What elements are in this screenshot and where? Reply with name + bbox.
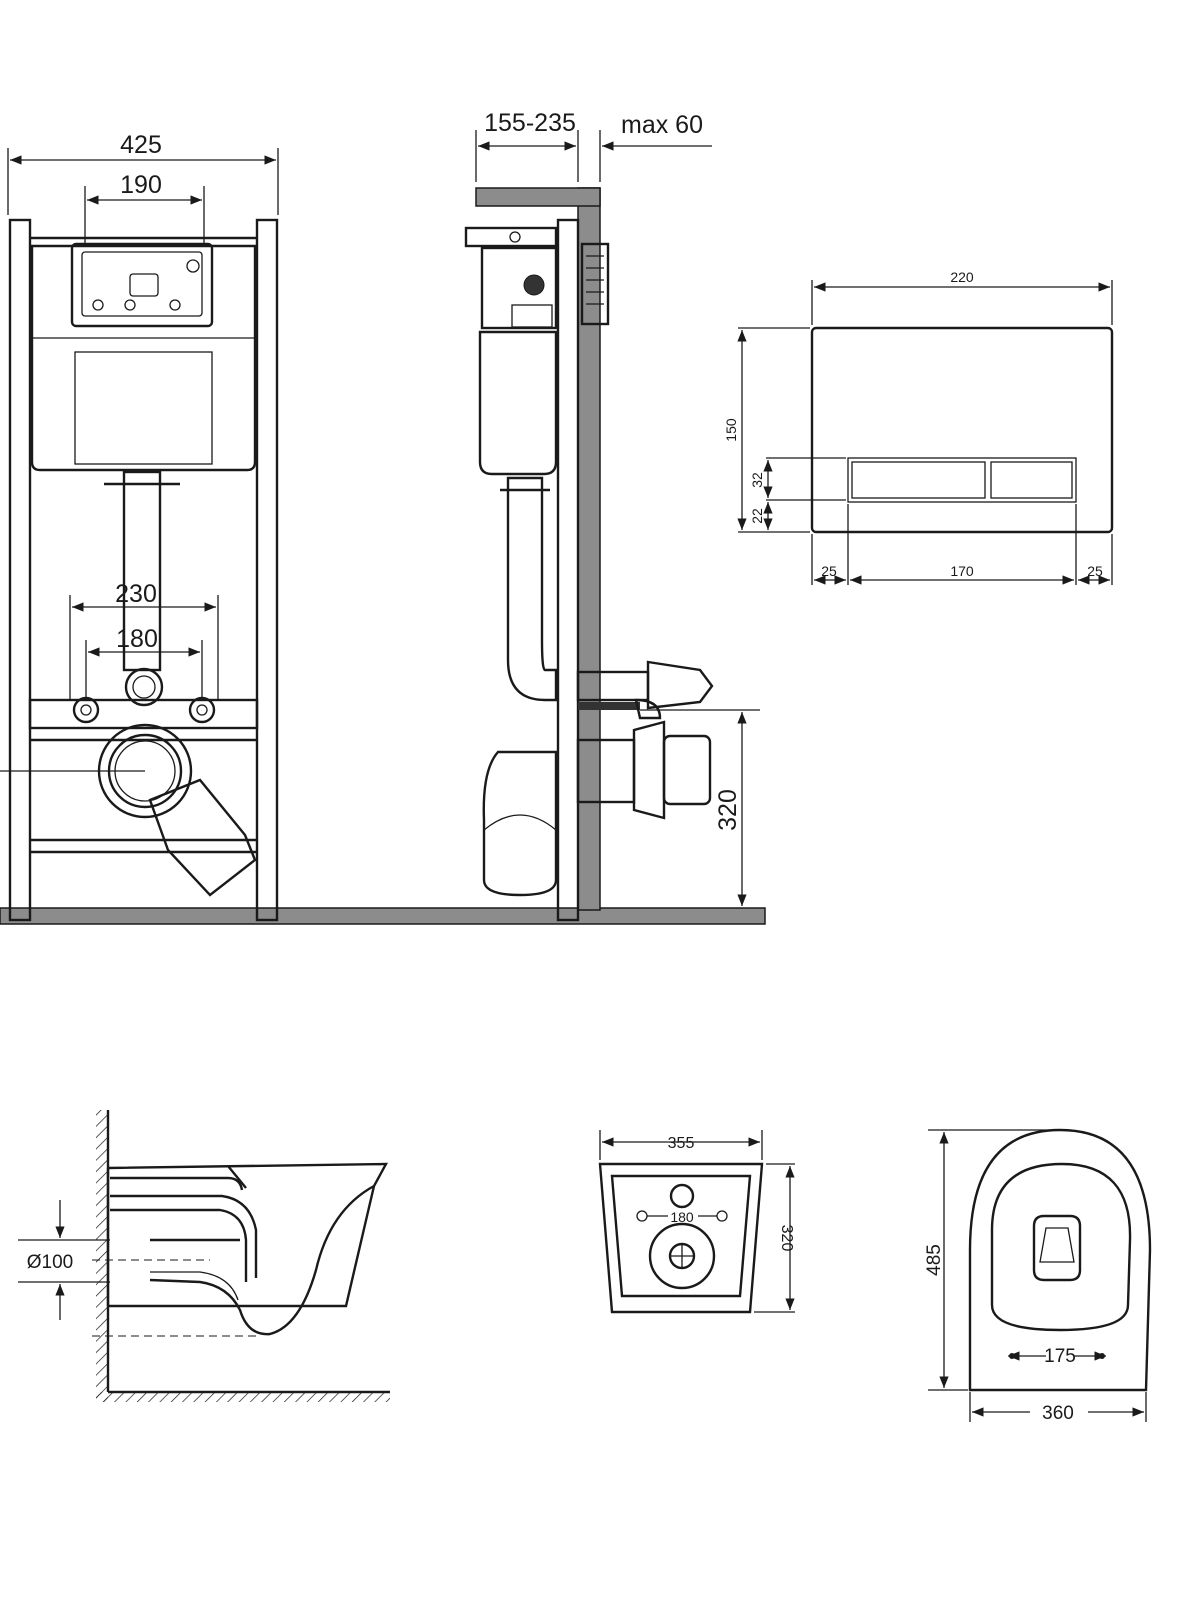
dim-bowl-width: 360 [1042,1403,1074,1424]
frame-front-view: 425 190 230 180 [0,131,766,925]
dim-width-studs: 230 [115,580,157,608]
frame-post-right [255,218,279,922]
drain-connector [632,720,666,820]
dim-seat-width: 175 [1044,1346,1076,1367]
dim-bowl-length: 485 [924,1244,945,1276]
dim-width-total: 425 [120,131,162,159]
bowl-back-outline [598,1162,764,1314]
dim-bottom-gap: 22 [749,508,765,524]
dim-width-inner: 180 [116,625,158,653]
bowl-rim [990,1162,1132,1332]
frame-side-view: 155-235 max 60 320 [464,109,760,922]
flush-plate-spacer [580,242,610,326]
drain-pipe-side [482,750,558,897]
dim-left-margin: 25 [821,563,837,579]
dim-button-height: 32 [749,472,765,488]
dim-max: max 60 [621,111,703,139]
flush-button-small [990,461,1073,499]
stud-left [72,696,100,724]
flush-plate-drawing: 220 150 32 22 25 170 25 [723,269,1114,585]
flush-pipe-side [506,476,558,702]
floor [0,907,766,925]
drain-elbow [148,778,257,897]
bowl-top-outline [968,1128,1152,1392]
dim-button-width: 170 [950,563,974,579]
dim-width-top: 190 [120,171,162,199]
water-inlet [124,667,164,707]
dim-back-width: 355 [668,1135,695,1152]
bowl-outlet [1032,1214,1082,1282]
dim-outlet-height: 320 [714,789,742,831]
frame-post-left [8,218,32,922]
dim-plate-height: 150 [723,418,739,442]
drain-hole [648,1222,716,1290]
flush-opening [70,242,214,328]
dim-plate-width: 220 [950,269,974,285]
mounting-bar [28,698,259,730]
flush-buttons [847,457,1077,503]
dim-bolt-holes: 180 [670,1209,694,1225]
cistern [30,244,257,472]
flush-button-large [851,461,986,499]
bowl-back-view: 180 355 320 [598,1130,795,1314]
dim-depth: 155-235 [484,109,576,137]
frame-post-side [556,218,580,922]
bowl-top-view: 175 485 360 [924,1128,1152,1424]
bowl-body [107,1162,389,1308]
bowl-side-view: Ø100 [18,1110,390,1402]
dim-back-height: 320 [778,1225,795,1252]
cistern-side [478,330,558,476]
water-inlet-hole [669,1183,695,1209]
dim-right-margin: 25 [1087,563,1103,579]
water-connection [646,660,714,710]
dim-drain-diameter: Ø100 [27,1252,73,1273]
valve-box [480,246,558,330]
flush-plate [810,326,1114,534]
stud-right [188,696,216,724]
